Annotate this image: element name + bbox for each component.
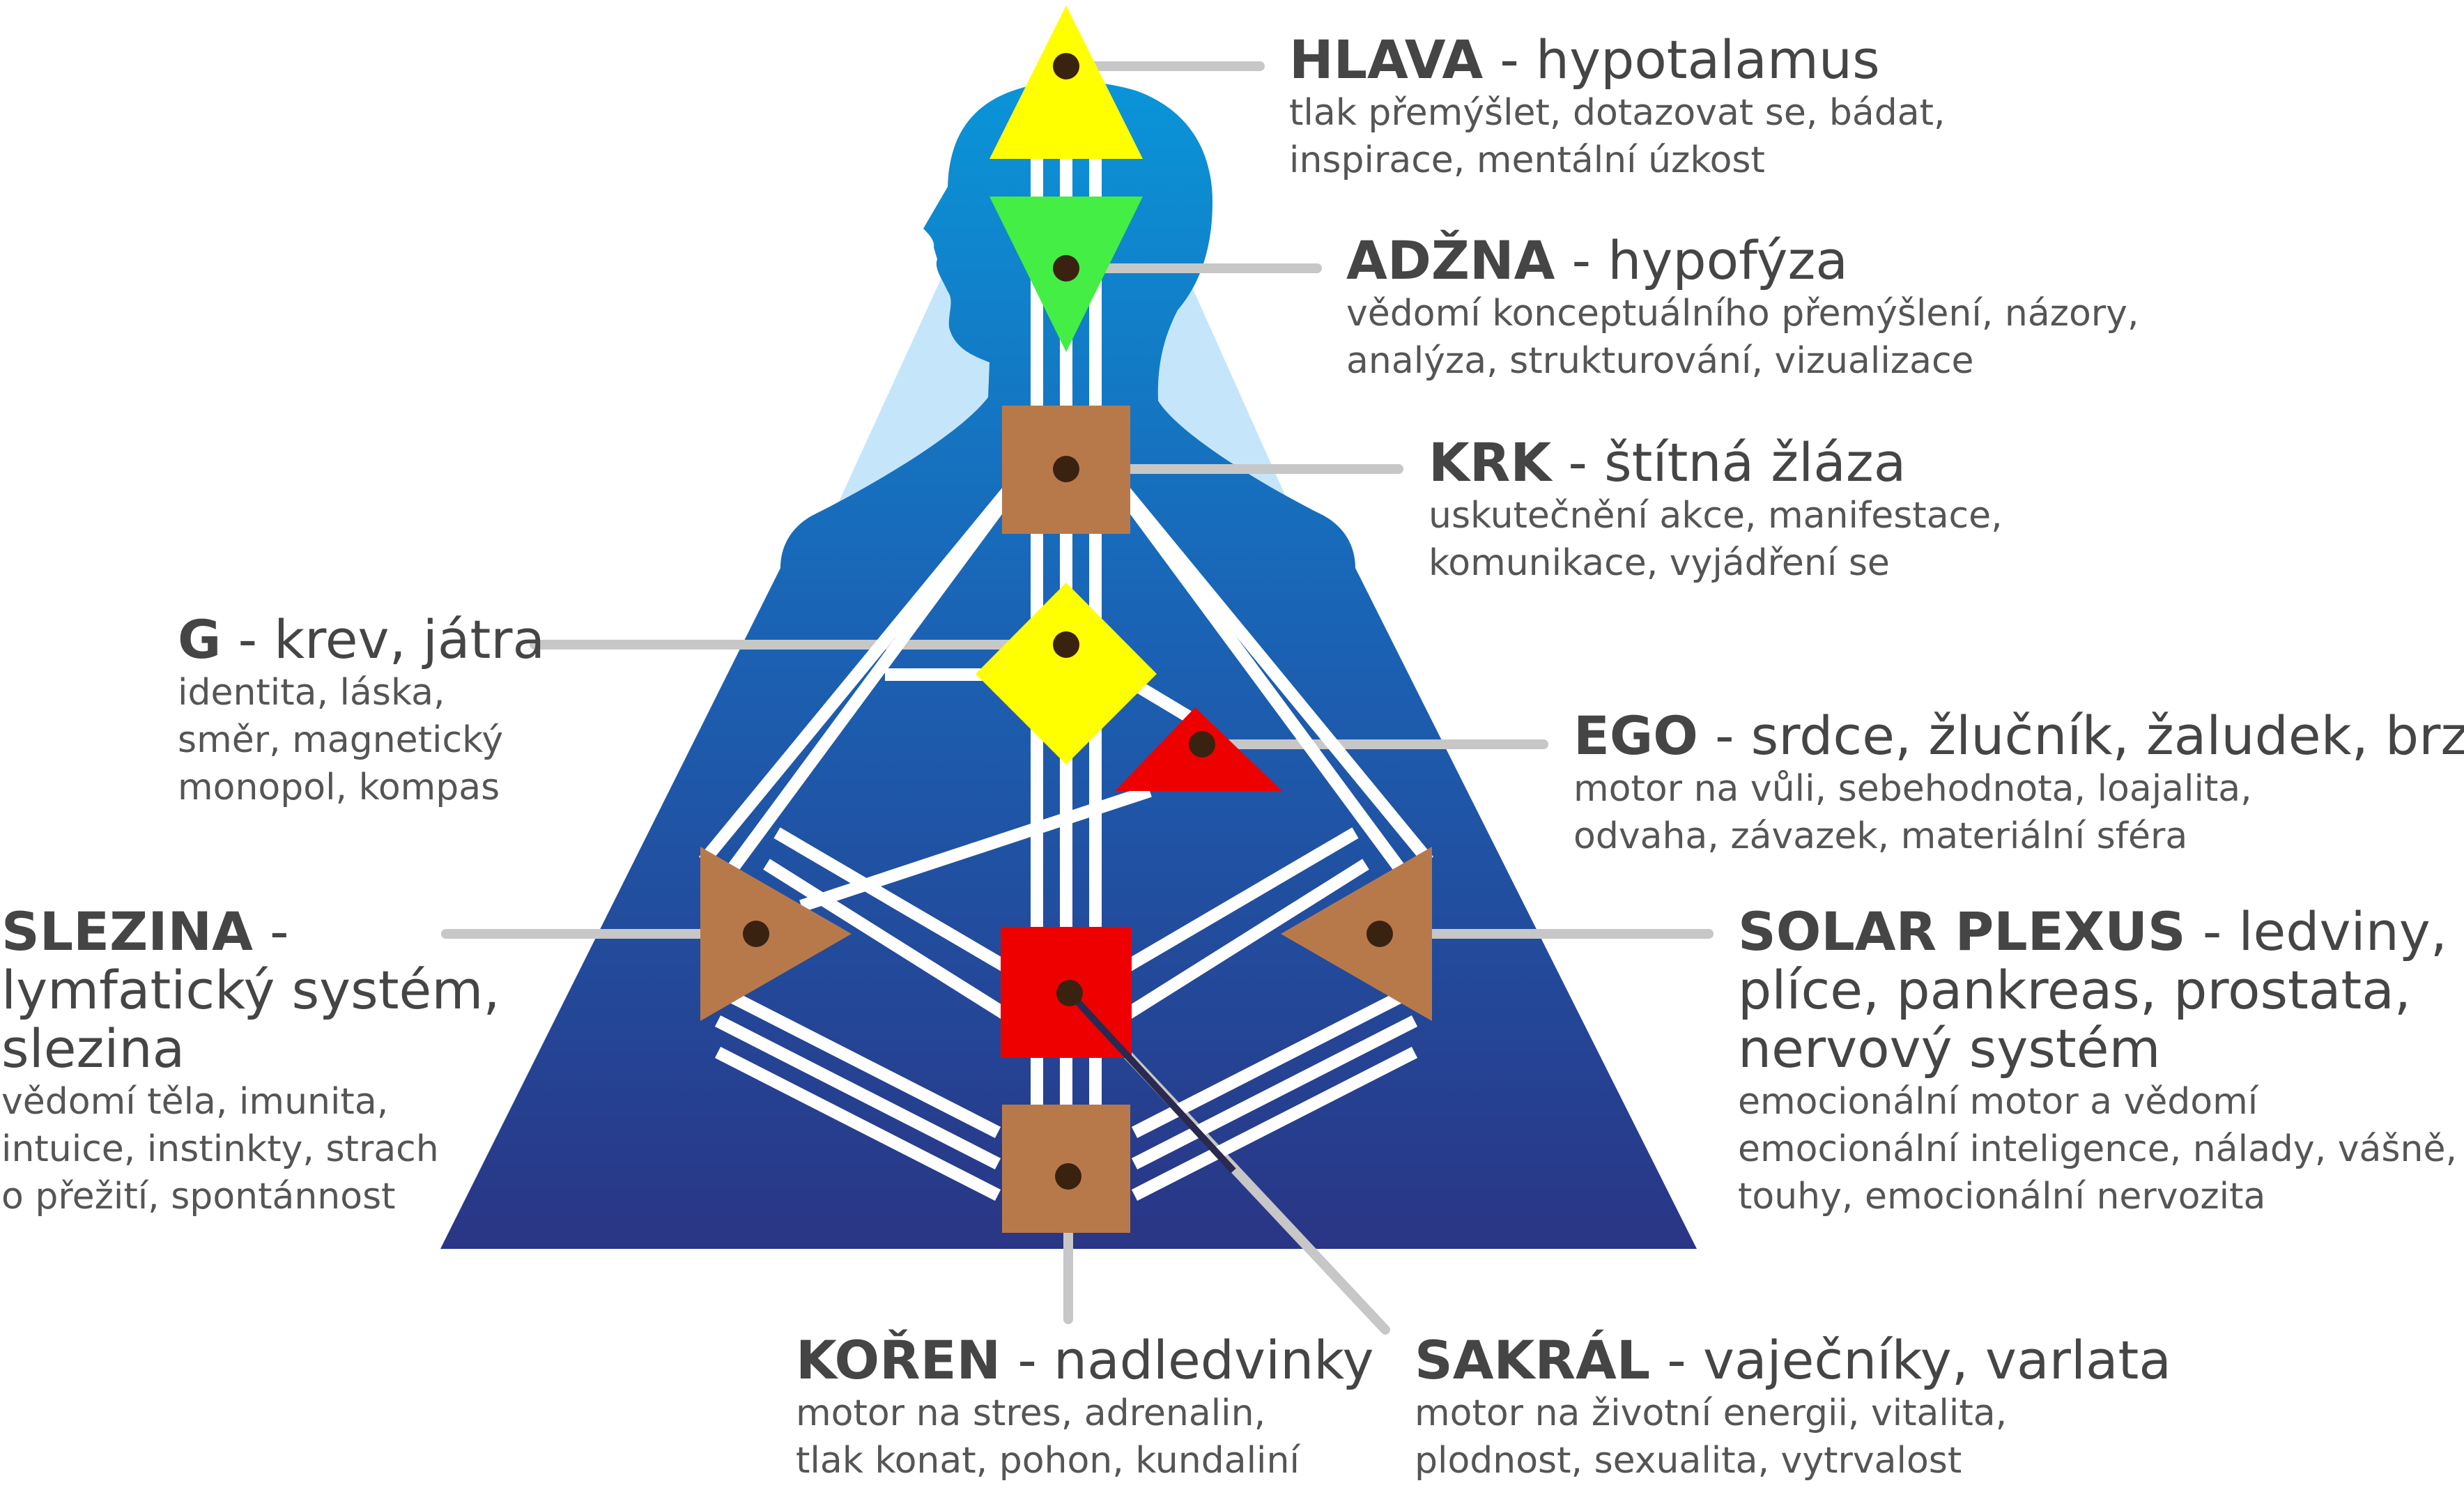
dot-slezina xyxy=(743,921,769,947)
adzna-organ: - hypofýza xyxy=(1571,229,1848,291)
krk-desc-1: uskutečnění akce, manifestace, xyxy=(1429,495,2003,537)
adzna-desc-1: vědomí konceptuálního přemýšlení, názory… xyxy=(1346,293,2139,335)
adzna-desc-2: analýza, strukturování, vizualizace xyxy=(1346,340,1974,382)
solar-organ: - ledviny, xyxy=(2202,900,2447,962)
g-desc-2: směr, magnetický xyxy=(178,719,504,761)
slezina-name: SLEZINA xyxy=(1,900,253,962)
g-organ: - krev, játra xyxy=(238,608,546,670)
center-solar xyxy=(1281,847,1432,1021)
sakral-organ: - vaječníky, varlata xyxy=(1667,1329,2171,1391)
dot-koren xyxy=(1055,1163,1081,1190)
slezina-desc-1: vědomí těla, imunita, xyxy=(1,1081,389,1123)
dot-g xyxy=(1053,631,1079,658)
label-slezina: SLEZINA - lymfatický systém, slezina věd… xyxy=(1,903,500,1220)
slezina-desc-2: intuice, instinkty, strach xyxy=(1,1128,439,1170)
adzna-name: ADŽNA xyxy=(1346,229,1555,291)
hlava-desc-2: inspirace, mentální úzkost xyxy=(1289,139,1765,181)
hlava-organ: - hypotalamus xyxy=(1500,29,1880,91)
ego-organ: - srdce, žlučník, žaludek, brzlík xyxy=(1715,705,2464,767)
slezina-organ: - xyxy=(270,900,289,962)
sakral-desc-1: motor na životní energii, vitalita, xyxy=(1415,1392,2008,1434)
koren-desc-1: motor na stres, adrenalin, xyxy=(796,1392,1266,1434)
solar-desc-1: emocionální motor a vědomí xyxy=(1738,1081,2258,1123)
solar-desc-2: emocionální inteligence, nálady, vášně, xyxy=(1738,1128,2457,1170)
krk-organ: - štítná žláza xyxy=(1568,431,1907,493)
krk-name: KRK xyxy=(1429,431,1552,493)
label-sakral: SAKRÁL - vaječníky, varlata motor na živ… xyxy=(1415,1331,2171,1484)
slezina-desc-3: o přežití, spontánnost xyxy=(1,1176,396,1218)
dot-adzna xyxy=(1053,255,1079,282)
ego-desc-2: odvaha, závazek, materiální sféra xyxy=(1573,815,2188,857)
dot-hlava xyxy=(1053,53,1079,79)
label-g: G - krev, játra identita, láska, směr, m… xyxy=(178,610,545,811)
dot-solar xyxy=(1366,921,1393,947)
dot-sakral xyxy=(1056,980,1083,1006)
ego-desc-1: motor na vůli, sebehodnota, loajalita, xyxy=(1573,768,2252,810)
slezina-organ-1: lymfatický systém, xyxy=(1,959,500,1021)
center-slezina xyxy=(700,847,852,1021)
dot-krk xyxy=(1053,456,1079,482)
label-hlava: HLAVA - hypotalamus tlak přemýšlet, dota… xyxy=(1289,31,1946,184)
koren-organ: - nadledvinky xyxy=(1017,1329,1374,1391)
solar-organ-2: nervový systém xyxy=(1738,1017,2161,1080)
solar-organ-1: plíce, pankreas, prostata, xyxy=(1738,959,2411,1021)
solar-name: SOLAR PLEXUS xyxy=(1738,900,2186,962)
center-hlava xyxy=(990,6,1143,159)
center-g xyxy=(976,583,1157,765)
label-koren: KOŘEN - nadledvinky motor na stres, adre… xyxy=(796,1331,1374,1484)
solar-desc-3: touhy, emocionální nervozita xyxy=(1738,1176,2266,1218)
sakral-desc-2: plodnost, sexualita, vytrvalost xyxy=(1415,1440,1962,1482)
connector-sakral-inner xyxy=(1067,990,1236,1174)
g-name: G xyxy=(178,608,222,670)
label-solar: SOLAR PLEXUS - ledviny, plíce, pankreas,… xyxy=(1738,903,2457,1220)
krk-desc-2: komunikace, vyjádření se xyxy=(1429,542,1890,584)
g-desc-3: monopol, kompas xyxy=(178,767,500,808)
label-krk: KRK - štítná žláza uskutečnění akce, man… xyxy=(1429,433,2003,587)
koren-desc-2: tlak konat, pohon, kundaliní xyxy=(796,1440,1300,1482)
label-adzna: ADŽNA - hypofýza vědomí konceptuálního p… xyxy=(1346,231,2139,385)
label-ego: EGO - srdce, žlučník, žaludek, brzlík mo… xyxy=(1573,707,2464,860)
hlava-name: HLAVA xyxy=(1289,29,1484,91)
dot-ego xyxy=(1189,731,1215,758)
sakral-name: SAKRÁL xyxy=(1415,1329,1651,1391)
g-desc-1: identita, láska, xyxy=(178,672,445,714)
koren-name: KOŘEN xyxy=(796,1329,1001,1391)
slezina-organ-2: slezina xyxy=(1,1017,185,1080)
ego-name: EGO xyxy=(1573,705,1698,767)
hlava-desc-1: tlak přemýšlet, dotazovat se, bádat, xyxy=(1289,92,1946,134)
